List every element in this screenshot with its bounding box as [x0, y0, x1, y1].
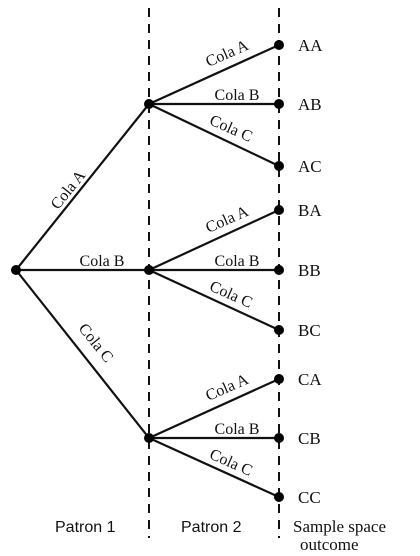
edge-b-a — [147, 208, 281, 272]
edge-c-a — [147, 377, 281, 440]
node-patron1-b — [144, 265, 154, 275]
outcome-node-aa — [274, 40, 284, 50]
outcome-label-cc: CC — [298, 488, 321, 507]
outcome-label-ba: BA — [298, 201, 322, 220]
outcome-node-bb — [274, 265, 284, 275]
branch-b-edge-label-b: Cola B — [215, 253, 260, 270]
outcome-label-ca: CA — [298, 370, 322, 389]
edge-a-a — [147, 43, 281, 106]
branch-c-edge-label-a: Cola A — [203, 371, 251, 405]
outcome-node-cc — [274, 492, 284, 502]
node-patron1-a — [144, 99, 154, 109]
root-edge-label-a: Cola A — [48, 167, 90, 213]
outcome-label-cb: CB — [298, 429, 321, 448]
edge-b-c — [147, 268, 281, 332]
sample-space-label-line-1: Sample space — [293, 517, 386, 536]
root-edge-c — [14, 268, 151, 440]
outcome-label-ab: AB — [298, 95, 322, 114]
outcome-node-ac — [274, 161, 284, 171]
edge-a-c — [147, 102, 281, 168]
outcome-node-cb — [274, 433, 284, 443]
root-node — [11, 265, 21, 275]
outcome-node-ca — [274, 374, 284, 384]
edge-c-c — [147, 436, 281, 499]
node-patron1-c — [144, 433, 154, 443]
branch-b-edge-label-a: Cola A — [203, 203, 251, 237]
patron-2-label: Patron 2 — [181, 519, 242, 536]
branch-a-edge-label-a: Cola A — [203, 37, 251, 71]
branch-a-edge-label-c: Cola C — [207, 112, 255, 146]
patron-1-label: Patron 1 — [55, 519, 116, 536]
root-edge-label-b: Cola B — [80, 253, 125, 270]
outcome-label-bb: BB — [298, 261, 321, 280]
outcome-node-ab — [274, 99, 284, 109]
outcome-node-ba — [274, 205, 284, 215]
branch-c-edge-label-b: Cola B — [215, 421, 260, 438]
outcome-label-ac: AC — [298, 157, 322, 176]
outcome-label-bc: BC — [298, 321, 321, 340]
outcome-node-bc — [274, 325, 284, 335]
root-edge-a — [14, 102, 151, 272]
outcome-label-aa: AA — [298, 36, 323, 55]
branch-a-edge-label-b: Cola B — [215, 87, 260, 104]
sample-space-label-line-2: outcome — [300, 535, 359, 554]
root-edge-label-c: Cola C — [75, 320, 116, 366]
